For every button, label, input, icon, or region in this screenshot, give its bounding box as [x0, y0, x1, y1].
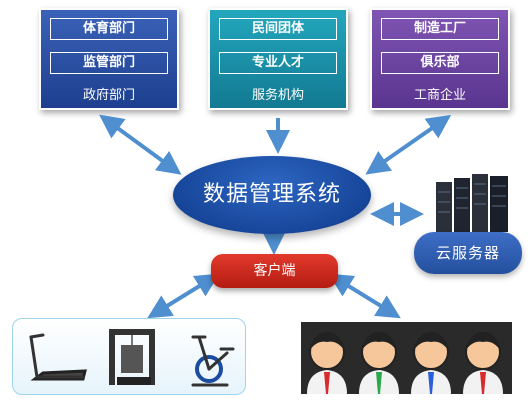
ent-item-club: 俱乐部 [381, 52, 499, 74]
svc-caption: 服务机构 [251, 88, 304, 103]
person-icon [359, 332, 399, 394]
services-box: 民间团体 专业人才 服务机构 [208, 8, 348, 110]
gov-caption: 政府部门 [82, 88, 135, 103]
ent-item-factory: 制造工厂 [381, 18, 499, 40]
person-icon [411, 332, 451, 394]
cloud-server-label: 云服务器 [414, 232, 522, 274]
gym-station-icon [109, 329, 155, 385]
government-box: 体育部门 监管部门 政府部门 [39, 8, 179, 110]
fitness-equipment-panel [12, 318, 246, 395]
enterprise-box: 制造工厂 俱乐部 工商企业 [370, 8, 510, 110]
gov-item-sports: 体育部门 [50, 18, 168, 40]
data-management-system: 数据管理系统 [173, 156, 371, 234]
arrow-client-equipment [147, 273, 220, 319]
gov-item-regulator: 监管部门 [50, 52, 168, 74]
person-icon [307, 332, 347, 394]
svc-item-talent: 专业人才 [219, 52, 337, 74]
arrow-client-people [328, 273, 401, 319]
arrow-gov-hub [99, 114, 182, 175]
treadmill-icon [29, 333, 87, 381]
ent-caption: 工商企业 [413, 88, 466, 103]
svc-item-groups: 民间团体 [219, 18, 337, 40]
person-icon [463, 332, 503, 394]
client-terminal: 客户端 [211, 254, 338, 288]
arrow-ent-hub [365, 114, 452, 175]
server-rack-icon [436, 174, 508, 232]
exercise-bike-icon [191, 335, 235, 387]
users-panel [301, 322, 512, 394]
